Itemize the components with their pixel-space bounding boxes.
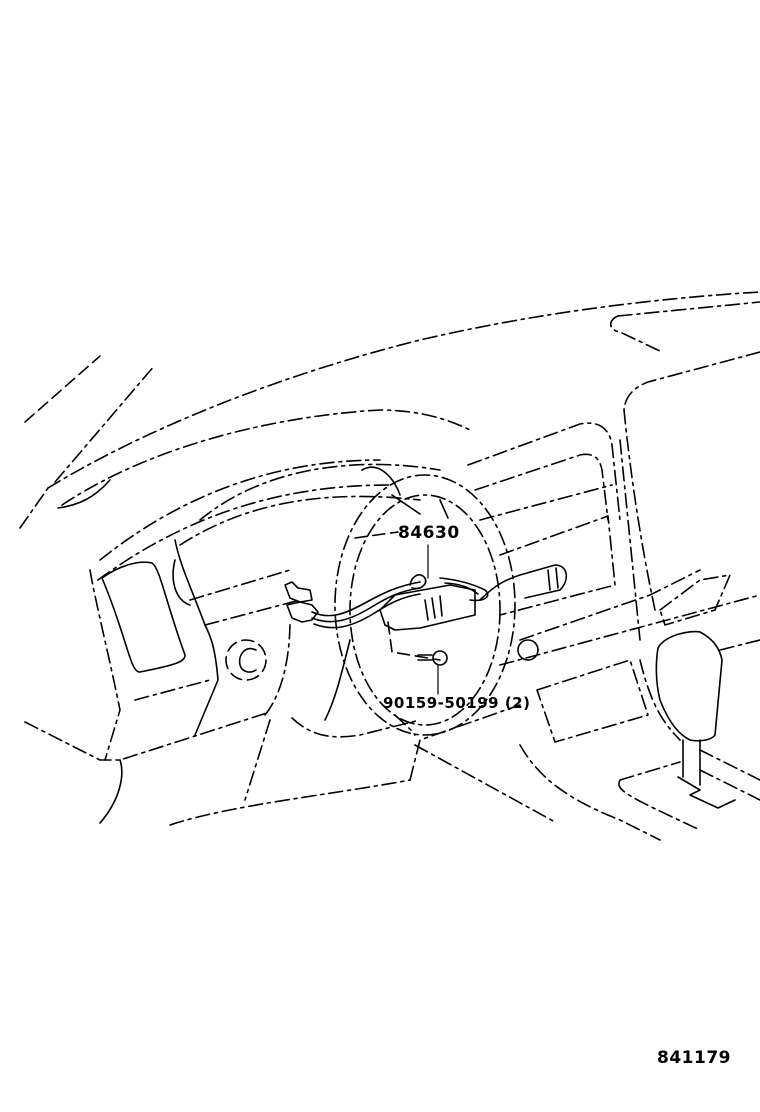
center-stack-outline [467,422,760,743]
left-vent-panel [24,539,521,826]
part-callout-84630[interactable]: 84630 [398,523,460,543]
screw-icon [387,621,448,666]
hazard-knob-icon [517,639,539,661]
part-callout-90159-50199[interactable]: 90159-50199 (2) [383,694,531,712]
instrument-cluster-hood [172,463,441,606]
ignition-switch-icon [225,639,267,681]
shift-lever [414,630,760,841]
figure-number: 841179 [657,1048,731,1068]
dashboard-top-outline [19,291,760,611]
combination-switch-assembly [284,564,568,631]
leader-dash-84630 [354,531,399,539]
